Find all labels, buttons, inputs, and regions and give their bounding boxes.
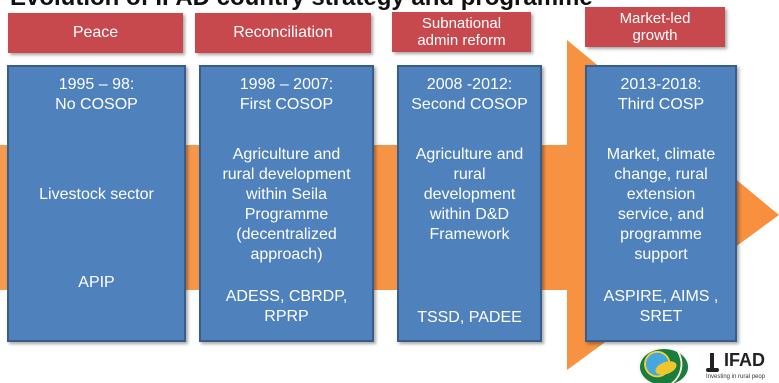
- phase-programme: ASPIRE, AIMS , SRET: [603, 288, 719, 325]
- phase-header-subnational-admin-reform: Subnational admin reform: [392, 12, 531, 52]
- phase-description: Livestock sector: [39, 186, 154, 203]
- phase-header-reconciliation: Reconciliation: [195, 13, 371, 53]
- ifad-wheat-mark-icon: [706, 353, 724, 377]
- phase-card-2008-2012: 2008 -2012: Second COSOP Agriculture and…: [397, 65, 542, 342]
- ifad-logo-tagline: Investing in rural peop: [706, 374, 766, 380]
- phase-period: 1998 – 2007: First COSOP: [239, 76, 334, 113]
- phase-programme: ADESS, CBRDP, RPRP: [225, 288, 348, 325]
- phase-description: Market, climate change, rural extension …: [606, 146, 716, 263]
- phase-period: 2008 -2012: Second COSOP: [411, 76, 528, 113]
- phase-description: Agriculture and rural development within…: [222, 146, 351, 263]
- phase-header-peace: Peace: [8, 13, 183, 53]
- ifad-logo: IFAD Investing in rural peop: [620, 336, 779, 383]
- phase-card-1998-2007: 1998 – 2007: First COSOP Agriculture and…: [199, 65, 374, 342]
- phase-card-2013-2018: 2013-2018: Third COSP Market, climate ch…: [585, 65, 737, 342]
- ifad-globe-logo-icon: [638, 347, 690, 383]
- phase-card-1995-1998: 1995 – 98: No COSOP Livestock sector API…: [7, 65, 186, 342]
- phase-header-market-led-growth: Market-led growth: [585, 7, 725, 47]
- phase-description: Agriculture and rural development within…: [415, 146, 524, 243]
- phase-period: 2013-2018: Third COSP: [617, 76, 705, 113]
- phase-period: 1995 – 98: No COSOP: [55, 76, 138, 113]
- phase-programme: APIP: [78, 274, 115, 291]
- timeline-arrow-shape: [0, 40, 779, 370]
- slide-title: Evolution of IFAD country strategy and p…: [10, 0, 650, 10]
- ifad-logo-text: IFAD: [724, 350, 766, 370]
- phase-programme: TSSD, PADEE: [417, 309, 522, 326]
